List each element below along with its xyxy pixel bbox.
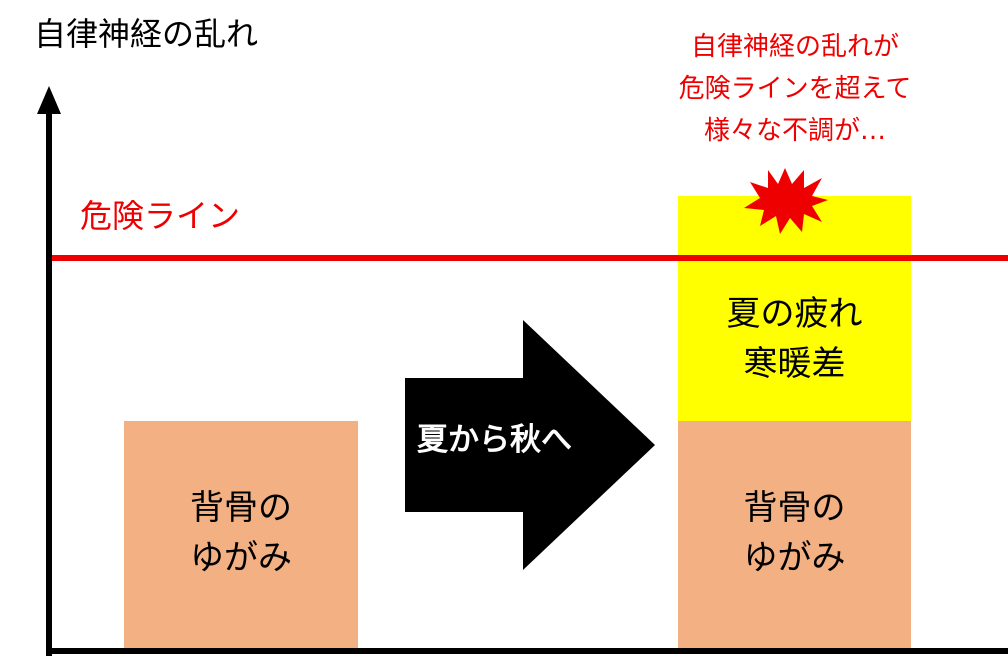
danger-line-label: 危険ライン [80, 197, 241, 235]
y-axis-title: 自律神経の乱れ [34, 15, 259, 53]
explosion-burst-icon [744, 168, 828, 234]
bar-spine-distortion-right [678, 421, 911, 648]
transition-arrow-icon [405, 320, 655, 570]
x-axis-line [46, 648, 1008, 654]
bar-summer-fatigue-stack [678, 196, 911, 421]
bar-spine-distortion-left [124, 421, 358, 648]
bar-left-label: 背骨の ゆがみ [190, 488, 292, 578]
callout-text: 自律神経の乱れが 危険ラインを超えて 様々な不調が… [678, 32, 912, 146]
bar-right-top-label: 夏の疲れ 寒暖差 [726, 294, 863, 384]
danger-line [52, 255, 1008, 261]
transition-arrow-label: 夏から秋へ [417, 422, 572, 458]
y-axis-arrowhead [37, 86, 61, 114]
y-axis-line [46, 110, 52, 656]
bar-right-base-label: 背骨の ゆがみ [743, 488, 846, 578]
